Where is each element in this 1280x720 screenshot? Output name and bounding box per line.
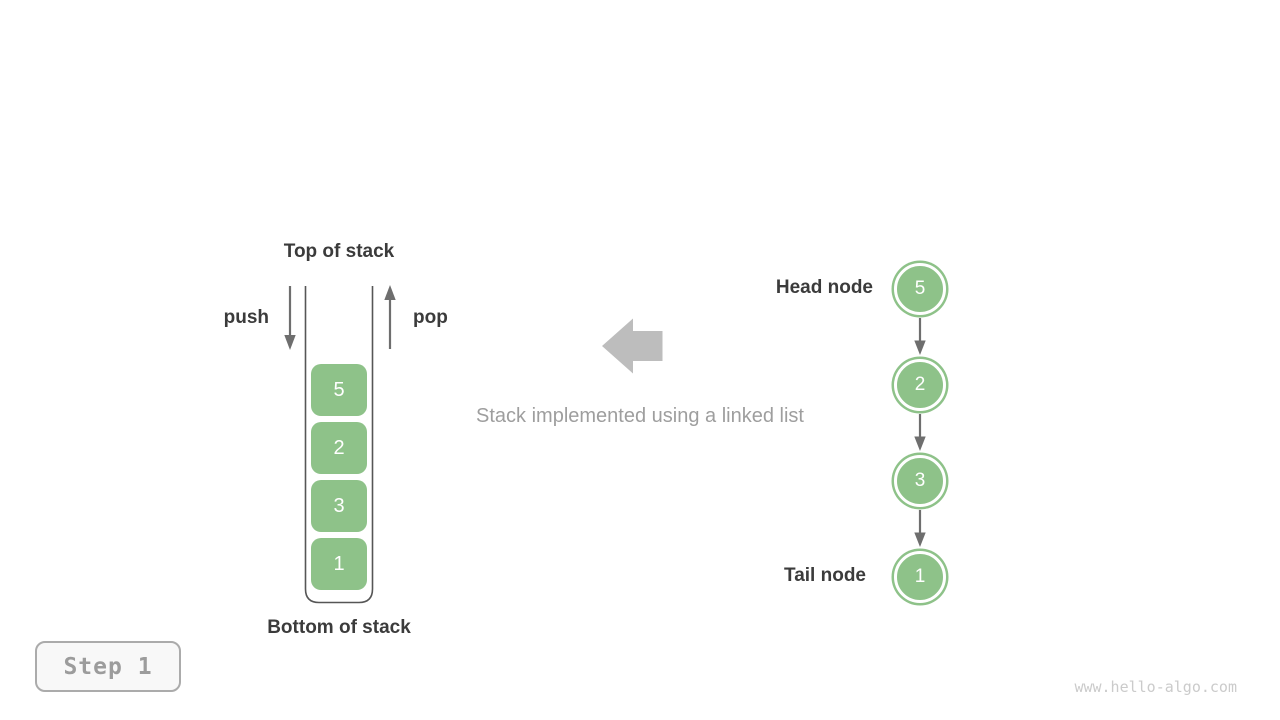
- stack-element: 3: [311, 480, 367, 532]
- next-pointer-arrow-icon: [914, 510, 926, 547]
- pop-label: pop: [413, 307, 448, 328]
- push-label: push: [223, 307, 269, 328]
- step-badge: Step 1: [35, 641, 181, 692]
- watermark: www.hello-algo.com: [1074, 678, 1237, 696]
- list-node: 5: [894, 263, 946, 315]
- figure-caption: Stack implemented using a linked list: [476, 405, 804, 427]
- list-node: 3: [894, 455, 946, 507]
- stack-element: 5: [311, 364, 367, 416]
- head-node-label: Head node: [775, 277, 873, 298]
- list-node: 2: [894, 359, 946, 411]
- transform-arrow-icon: [602, 318, 663, 374]
- next-pointer-arrow-icon: [914, 414, 926, 451]
- next-pointer-arrow-icon: [914, 318, 926, 355]
- tail-node-label: Tail node: [784, 565, 866, 586]
- top-of-stack-label: Top of stack: [283, 241, 395, 262]
- bottom-of-stack-label: Bottom of stack: [267, 617, 411, 638]
- pop-arrow-icon: [384, 285, 396, 349]
- stack-element: 2: [311, 422, 367, 474]
- push-arrow-icon: [284, 286, 296, 350]
- stack-element: 1: [311, 538, 367, 590]
- list-node: 1: [894, 551, 946, 603]
